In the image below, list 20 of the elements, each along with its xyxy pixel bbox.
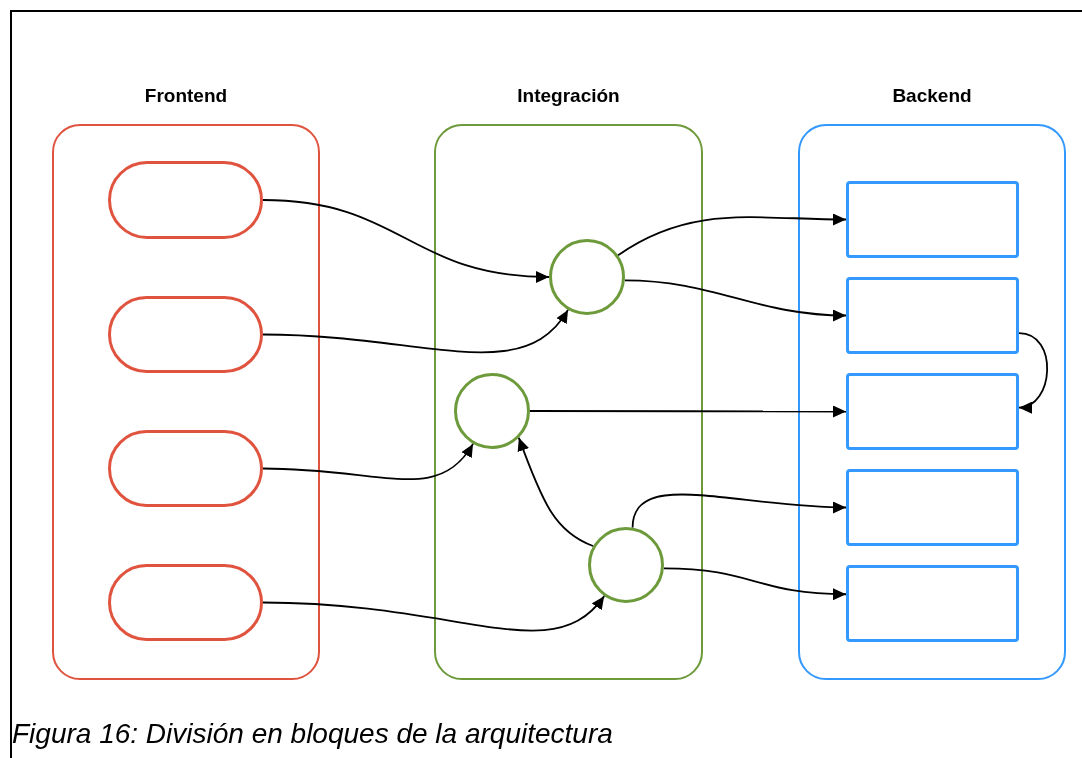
- connector-arrow: [662, 567, 847, 600]
- rect-node: [846, 181, 1019, 258]
- connector-arrow: [262, 309, 569, 354]
- group-heading: Backend: [892, 84, 972, 108]
- connector-arrow: [262, 199, 550, 283]
- connector-arrow: [262, 595, 606, 632]
- rect-node: [846, 373, 1019, 450]
- connector-arrow: [623, 279, 847, 322]
- group-heading: Frontend: [144, 84, 228, 108]
- connector-arrow: [631, 493, 847, 529]
- connector-arrow: [1018, 332, 1049, 412]
- connector-arrow: [262, 443, 474, 480]
- rect-node: [846, 277, 1019, 354]
- group-heading: Integración: [517, 84, 620, 108]
- figure-caption: Figura 16: División en bloques de la arquitectura: [12, 717, 613, 751]
- connector-arrow: [517, 436, 594, 547]
- connector-arrow: [617, 213, 847, 257]
- rect-node: [846, 469, 1019, 546]
- rect-node: [846, 565, 1019, 642]
- connector-arrow: [529, 405, 847, 418]
